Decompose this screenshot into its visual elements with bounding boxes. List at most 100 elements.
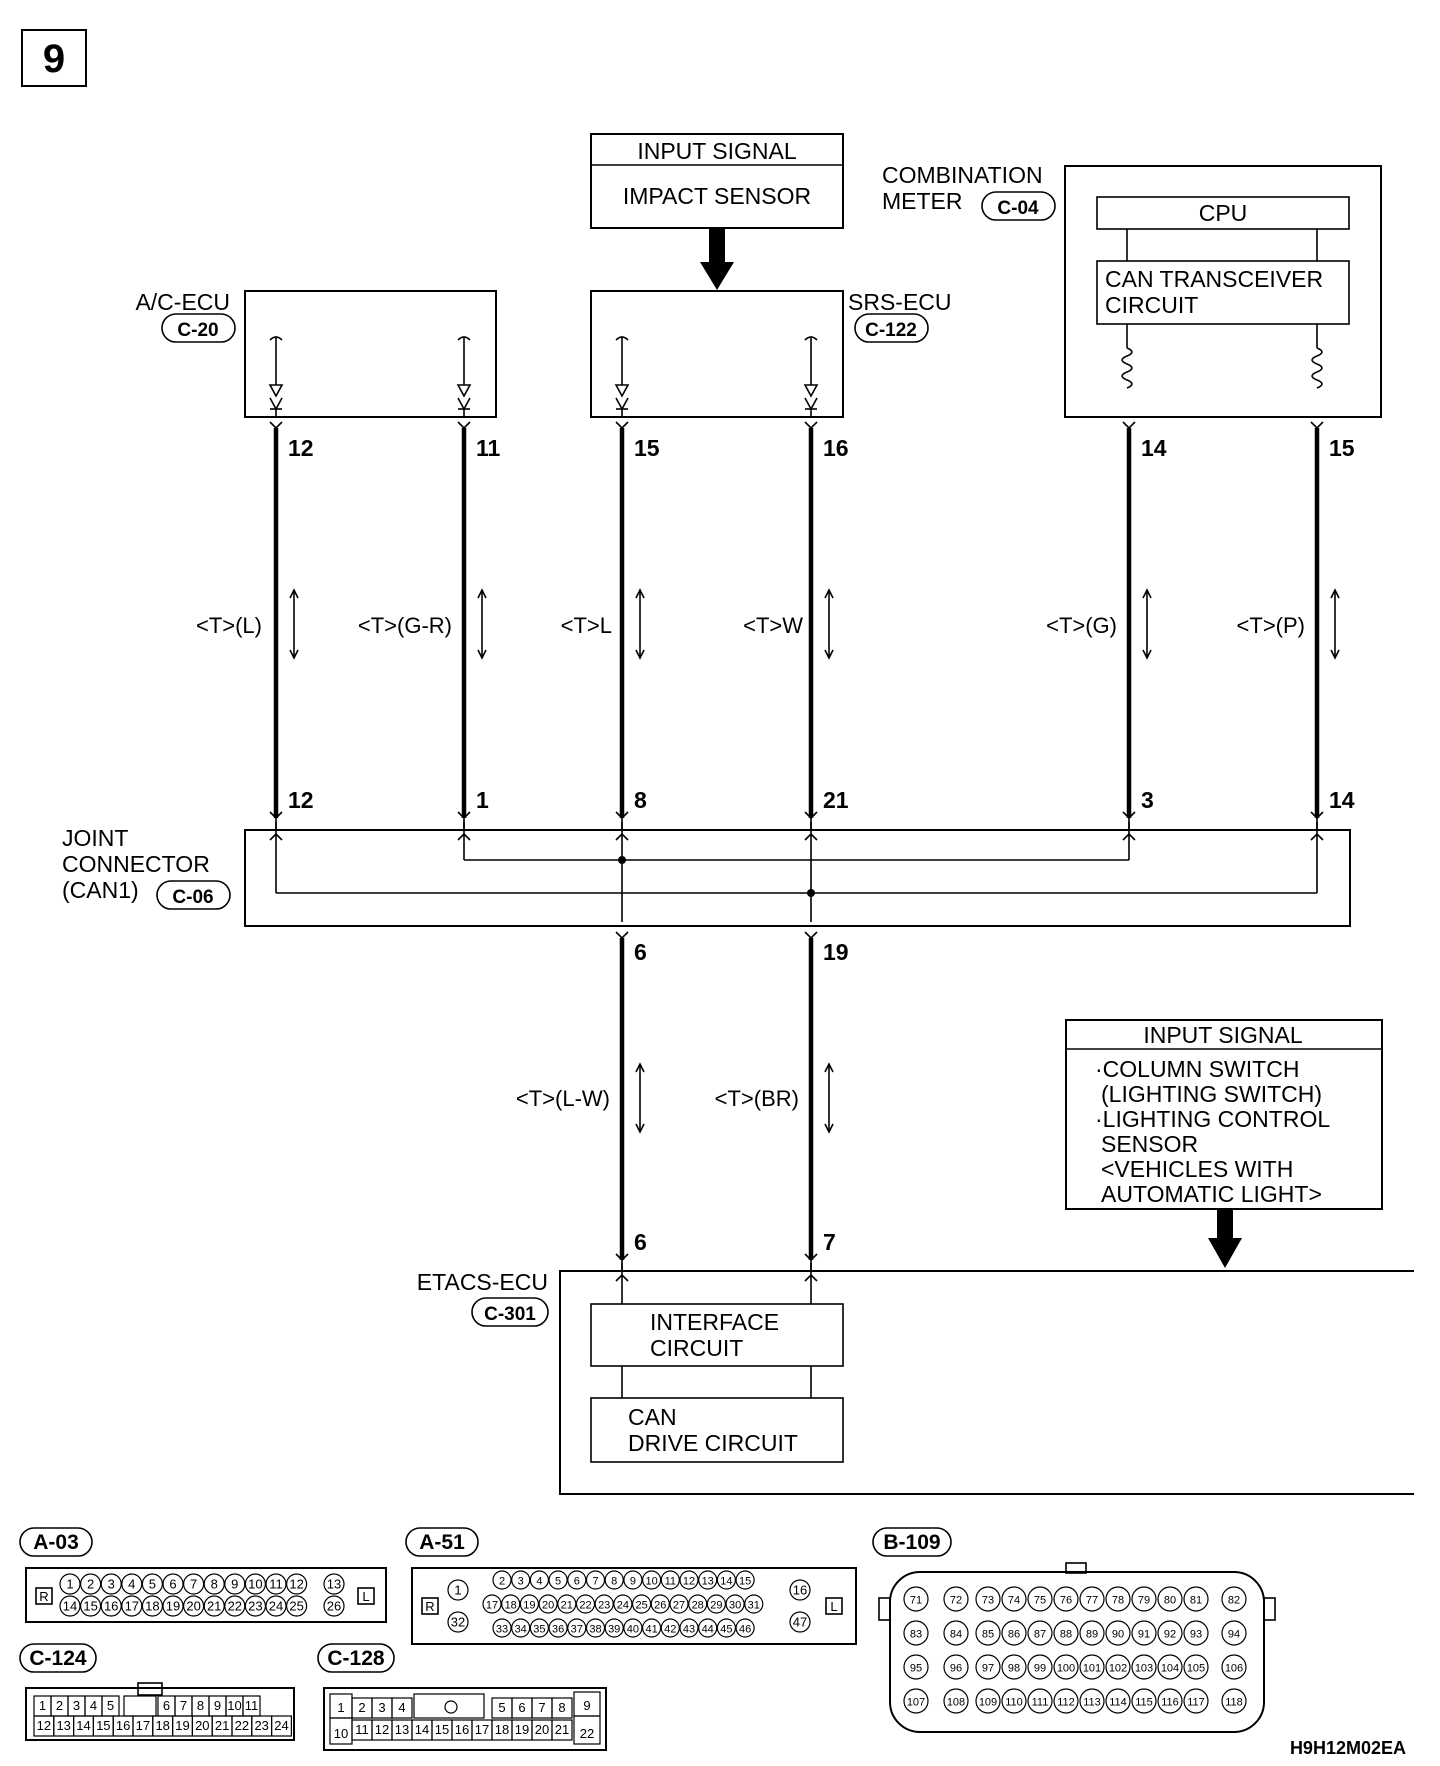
- svg-text:1: 1: [66, 1577, 73, 1592]
- signal-direction-arrow: [289, 588, 299, 660]
- connector-a51-label: A-51: [419, 1531, 465, 1554]
- connector-pin: 12: [679, 1570, 699, 1590]
- connector-pin: 103: [1131, 1654, 1157, 1680]
- svg-text:20: 20: [186, 1599, 200, 1614]
- svg-text:27: 27: [673, 1600, 685, 1612]
- connector-pin: 17: [132, 1715, 154, 1737]
- connector-pin: 21: [551, 1719, 573, 1741]
- svg-text:111: 111: [1032, 1697, 1049, 1709]
- connector-pin: 73: [975, 1586, 1001, 1612]
- drive-line1: CAN: [628, 1404, 677, 1430]
- svg-text:1: 1: [337, 1700, 344, 1715]
- figure-code: H9H12M02EA: [1290, 1738, 1406, 1758]
- svg-text:100: 100: [1057, 1663, 1075, 1675]
- svg-text:19: 19: [175, 1718, 189, 1733]
- svg-text:21: 21: [207, 1599, 221, 1614]
- svg-text:83: 83: [910, 1629, 922, 1641]
- connector-pin: 13: [323, 1573, 345, 1595]
- connector-side-mark: R: [39, 1589, 48, 1604]
- ecu-output-symbol: [268, 336, 284, 417]
- top-input-header: INPUT SIGNAL: [637, 138, 797, 164]
- pin-label: 12: [288, 435, 314, 461]
- svg-text:108: 108: [947, 1697, 965, 1709]
- connector-a03-label: A-03: [33, 1531, 79, 1554]
- connector-pin: 20: [538, 1594, 558, 1614]
- connector-pin: 34: [511, 1618, 531, 1638]
- joint-connector-box: JOINT CONNECTOR (CAN1) C-06: [62, 825, 1351, 927]
- connector-pin: 72: [943, 1586, 969, 1612]
- svg-text:88: 88: [1060, 1629, 1072, 1641]
- pin-label: 6: [634, 939, 647, 965]
- lower-input-line: ·COLUMN SWITCH: [1095, 1056, 1299, 1082]
- svg-text:23: 23: [248, 1599, 262, 1614]
- pin-label: 8: [634, 787, 647, 813]
- connector-pin: 47: [789, 1611, 811, 1633]
- svg-text:1: 1: [454, 1583, 461, 1598]
- signal-direction-arrow: [1142, 588, 1152, 660]
- pin-label: 15: [634, 435, 660, 461]
- svg-text:99: 99: [1034, 1663, 1046, 1675]
- etacs-ecu-connector: C-301: [484, 1304, 536, 1325]
- svg-text:40: 40: [627, 1624, 639, 1636]
- connector-pin: 97: [975, 1654, 1001, 1680]
- connector-pin: 40: [623, 1618, 643, 1638]
- svg-text:92: 92: [1164, 1629, 1176, 1641]
- svg-text:2: 2: [56, 1698, 63, 1713]
- svg-text:7: 7: [190, 1577, 197, 1592]
- connector-pin: 9: [208, 1695, 227, 1717]
- terminal-mark: [1310, 421, 1324, 440]
- connector-side-mark: L: [362, 1589, 369, 1604]
- svg-text:4: 4: [128, 1577, 135, 1592]
- svg-text:24: 24: [269, 1599, 283, 1614]
- svg-text:8: 8: [558, 1700, 565, 1715]
- connector-pin: 4: [121, 1573, 143, 1595]
- connector-pin: 77: [1079, 1586, 1105, 1612]
- svg-text:26: 26: [654, 1600, 666, 1612]
- connector-pin: 88: [1053, 1620, 1079, 1646]
- coil-icon: [1121, 347, 1323, 389]
- svg-text:11: 11: [269, 1577, 283, 1592]
- connector-pin: 6: [162, 1573, 184, 1595]
- connector-pin: 84: [943, 1620, 969, 1646]
- connector-pin: 25: [631, 1594, 652, 1614]
- svg-text:24: 24: [617, 1600, 629, 1612]
- svg-text:24: 24: [274, 1718, 288, 1733]
- connector-pin: 18: [152, 1715, 174, 1737]
- wire-color-label: <T>(G-R): [358, 613, 452, 638]
- connector-pin: 8: [203, 1573, 225, 1595]
- signal-direction-arrow: [635, 588, 645, 660]
- drive-line2: DRIVE CIRCUIT: [628, 1430, 798, 1456]
- joint-name-line3: (CAN1): [62, 877, 139, 903]
- svg-text:28: 28: [692, 1600, 704, 1612]
- connector-pin: 99: [1027, 1654, 1053, 1680]
- terminal-mark: [615, 1263, 629, 1282]
- joint-connector-code: C-06: [172, 887, 213, 908]
- svg-text:25: 25: [635, 1600, 647, 1612]
- connector-pin: 75: [1027, 1586, 1053, 1612]
- svg-text:16: 16: [104, 1599, 118, 1614]
- svg-text:3: 3: [518, 1576, 524, 1588]
- svg-text:116: 116: [1161, 1697, 1179, 1709]
- interface-line1: INTERFACE: [650, 1309, 779, 1335]
- svg-text:89: 89: [1086, 1629, 1098, 1641]
- connector-pin: 14: [411, 1719, 433, 1741]
- connector-pin: 105: [1183, 1654, 1209, 1680]
- ac-ecu-connector: C-20: [177, 320, 218, 341]
- terminal-mark: [615, 822, 629, 841]
- svg-text:16: 16: [455, 1722, 469, 1737]
- terminal-symbols: [268, 336, 1340, 1282]
- svg-text:2: 2: [499, 1576, 505, 1588]
- svg-text:110: 110: [1005, 1697, 1023, 1709]
- connector-pin: 11: [242, 1695, 261, 1717]
- svg-text:38: 38: [589, 1624, 601, 1636]
- connector-pin: 93: [1183, 1620, 1209, 1646]
- svg-text:6: 6: [518, 1700, 525, 1715]
- svg-text:4: 4: [536, 1576, 542, 1588]
- wire-harness: [273, 428, 1320, 1304]
- svg-text:7: 7: [538, 1700, 545, 1715]
- svg-text:5: 5: [555, 1576, 561, 1588]
- connector-pin: 27: [669, 1594, 689, 1614]
